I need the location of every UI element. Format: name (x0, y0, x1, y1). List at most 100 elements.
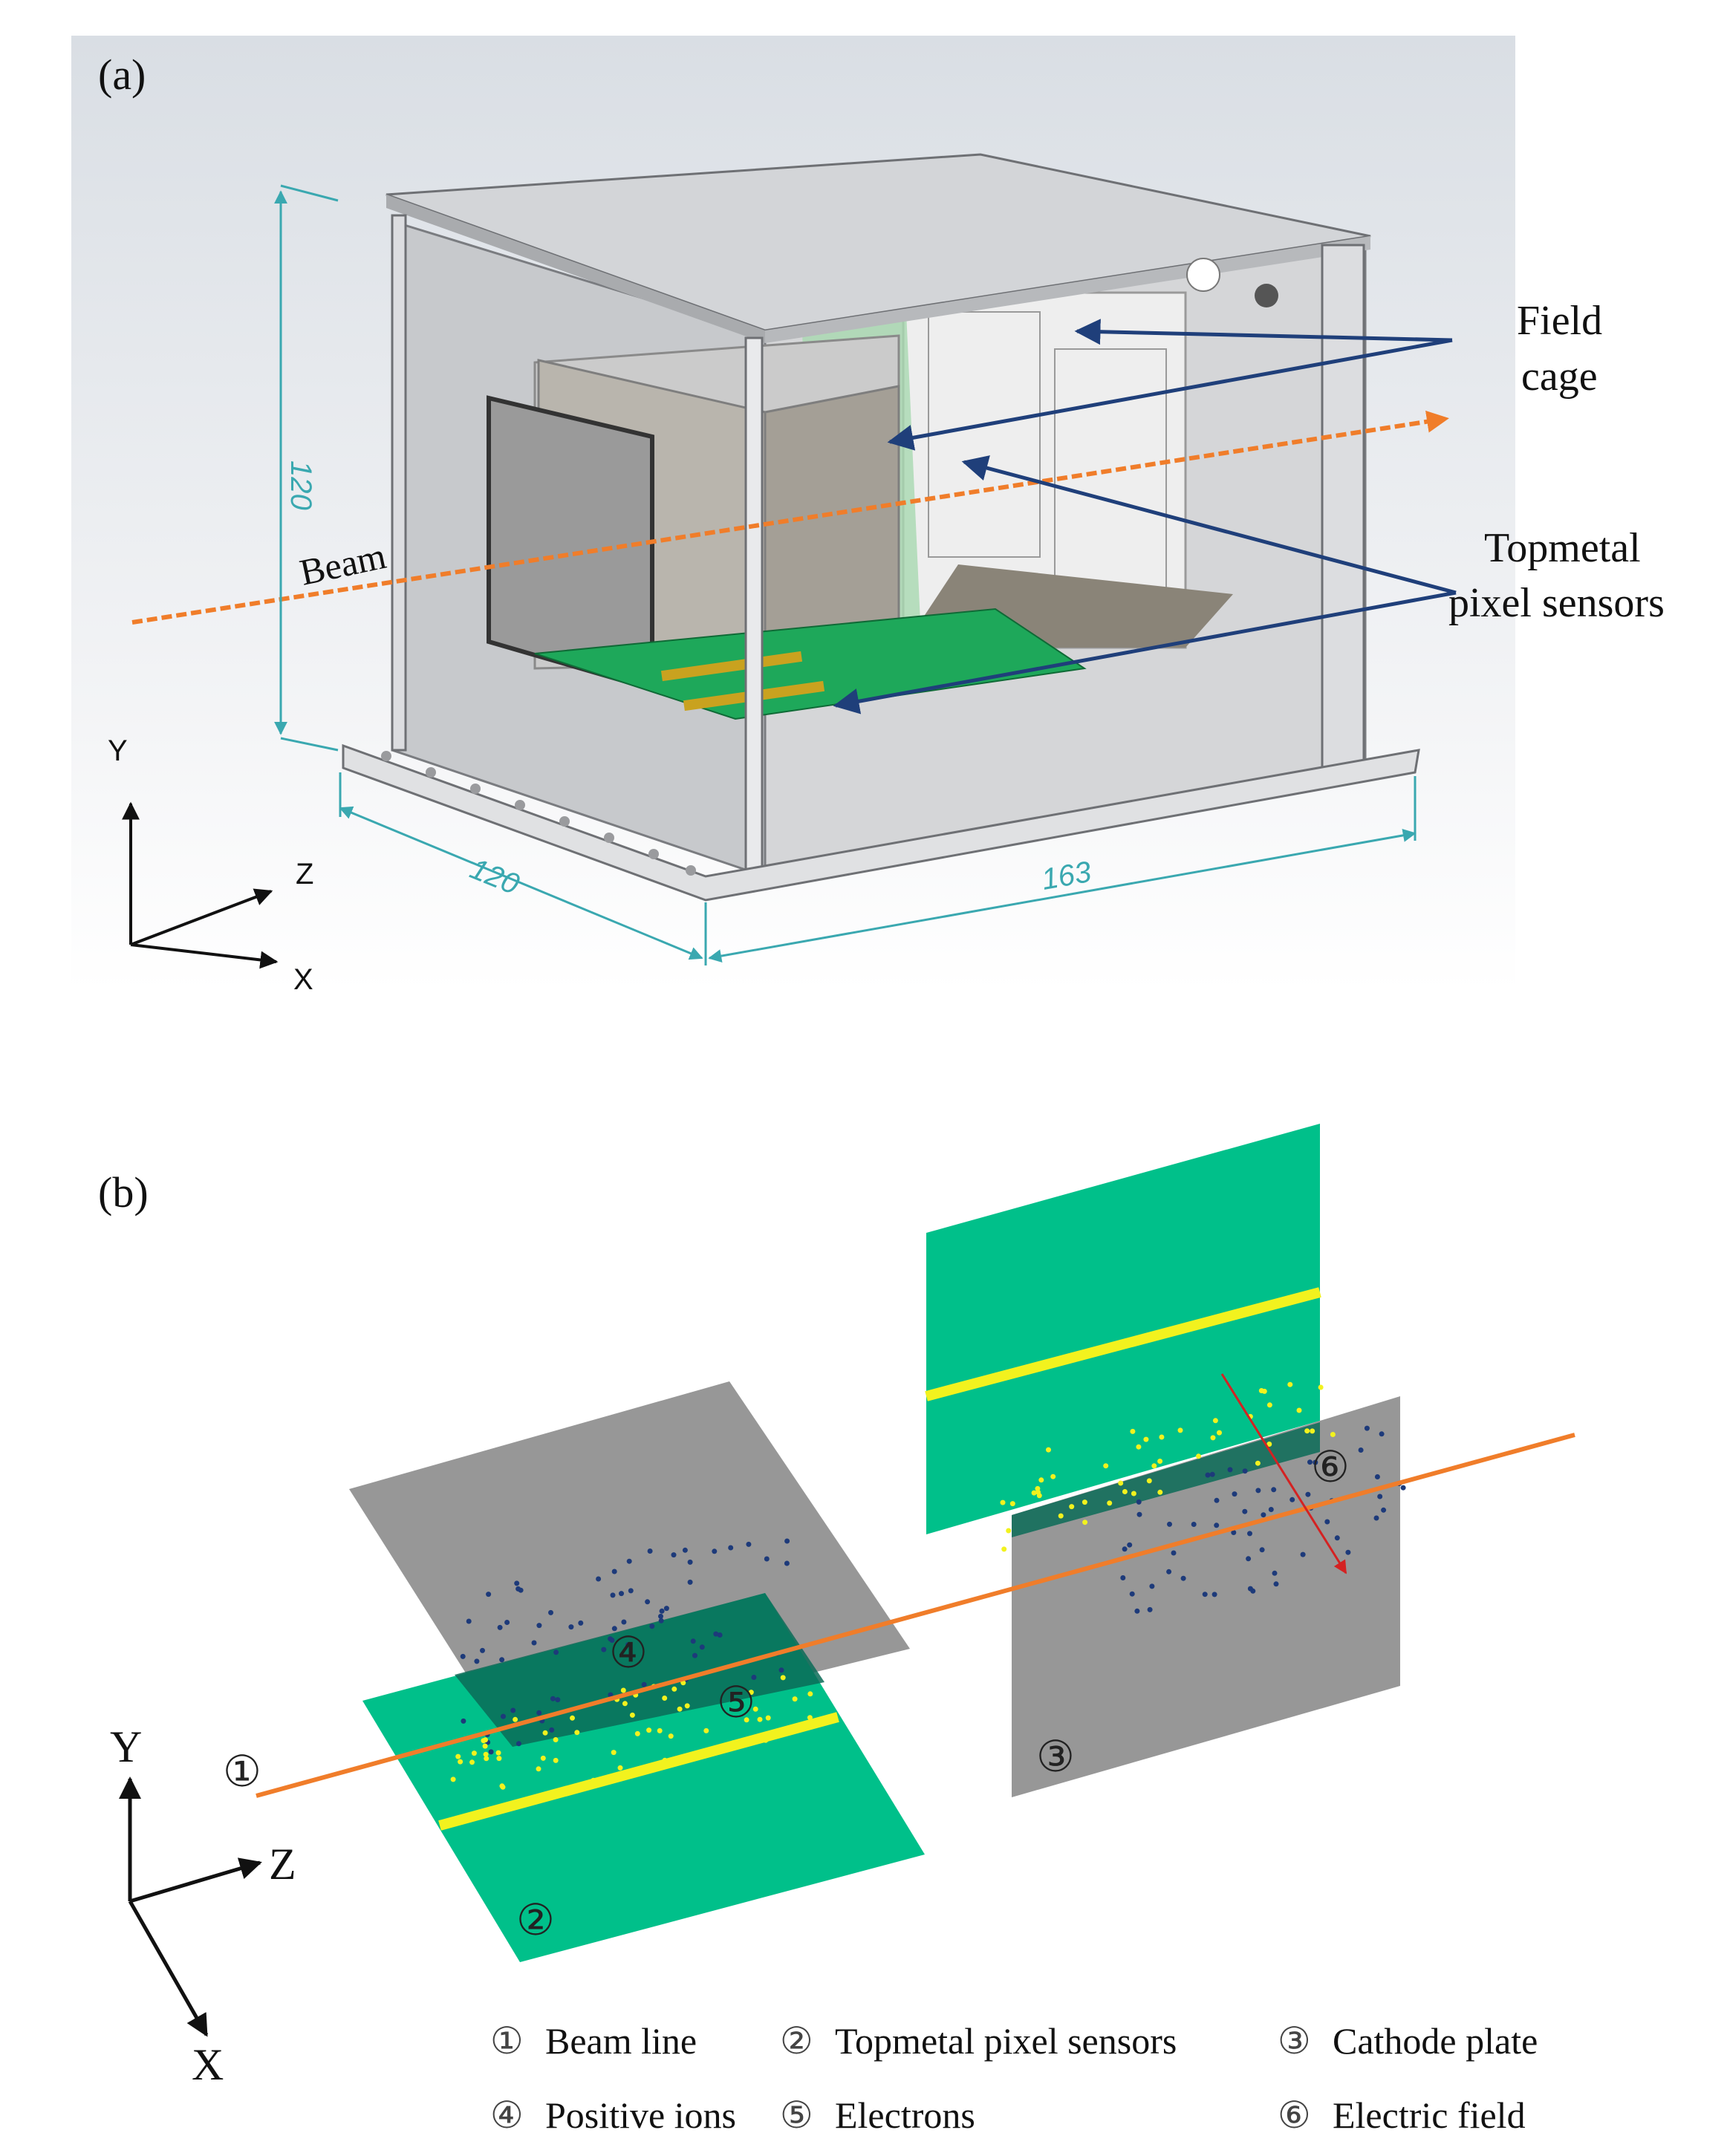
panel-b-schematic: (b) ① ② ③ ④ ⑤ ⑥ Y (98, 1124, 1575, 2136)
ion-dot (778, 1667, 784, 1673)
ion-dot (531, 1640, 537, 1646)
electron-dot (483, 1751, 489, 1757)
ion-dot (1202, 1592, 1208, 1598)
legend-text: Topmetal pixel sensors (835, 2020, 1177, 2062)
ion-dot (1242, 1468, 1248, 1474)
ion-dot (1231, 1530, 1237, 1535)
electron-dot (553, 1737, 559, 1742)
electron-dot (1177, 1427, 1183, 1433)
axis-x-label-b: X (192, 2040, 224, 2089)
ion-dot (751, 1675, 757, 1680)
electron-dot (646, 1764, 652, 1770)
marker-sensors: ② (516, 1896, 555, 1944)
electron-dot (1031, 1490, 1037, 1496)
panel-a-cad-render: 120 120 163 Y Z X (a) Field cage Topmeta… (71, 36, 1665, 996)
marker-cathode: ③ (1036, 1733, 1075, 1781)
electron-dot (495, 1750, 501, 1756)
marker-ions: ④ (609, 1629, 648, 1677)
ion-dot (553, 1649, 559, 1655)
electron-dot (1261, 1388, 1267, 1394)
ion-dot (619, 1591, 624, 1597)
ion-dot (480, 1647, 485, 1653)
topmetal-arrow (961, 455, 1457, 595)
ion-dot (1334, 1535, 1340, 1541)
electron-dot (591, 1777, 596, 1783)
electron-dot (536, 1766, 541, 1772)
electron-dot (1212, 1418, 1218, 1424)
ion-dot (1122, 1546, 1128, 1552)
topmetal-label-line1: Topmetal (1484, 525, 1641, 571)
electron-dot (765, 1715, 771, 1721)
field-cage-arrow (887, 338, 1453, 451)
ion-dot (1242, 1508, 1248, 1514)
electron-dot (1159, 1434, 1165, 1440)
pcb-bottom (534, 608, 1087, 720)
electron-dot (779, 1729, 785, 1734)
ion-dot (1166, 1569, 1172, 1574)
electric-field-arrow (1220, 1373, 1347, 1574)
electron-dot (807, 1691, 813, 1697)
ion-dot (536, 1710, 542, 1716)
ion-dot (514, 1580, 520, 1586)
electron-dot (1304, 1428, 1310, 1434)
legend-text: Positive ions (545, 2094, 736, 2136)
electron-dot (744, 1717, 749, 1723)
electron-dot (1050, 1473, 1056, 1479)
ion-dot (1358, 1447, 1364, 1453)
electron-dot (579, 1785, 585, 1791)
ion-dot (1305, 1491, 1311, 1497)
electron-dot (671, 1686, 677, 1692)
electron-dot (1310, 1428, 1315, 1434)
ion-dot (1149, 1583, 1155, 1589)
electron-dot (561, 1788, 567, 1794)
beam-line (131, 410, 1449, 625)
electron-dot (1118, 1480, 1124, 1486)
ion-dot (1255, 1488, 1261, 1494)
ion-dot (784, 1560, 790, 1566)
electron-dot (662, 1757, 668, 1763)
beam-line-b (256, 1433, 1575, 1798)
ion-dot (497, 1624, 503, 1630)
lid-hole (1255, 284, 1278, 307)
electron-dot (611, 1750, 617, 1756)
ion-dot (784, 1538, 790, 1544)
ion-dot (671, 1552, 677, 1558)
ion-dot (548, 1609, 553, 1615)
ion-dot (608, 1636, 614, 1642)
ion-dot (611, 1626, 617, 1632)
electron-dot (1082, 1499, 1087, 1505)
axis-y-label-b: Y (110, 1722, 142, 1771)
electron-dot (1146, 1478, 1152, 1484)
electron-dot (763, 1737, 769, 1743)
panel-a-label: (a) (98, 51, 146, 99)
electron-dot (458, 1759, 464, 1765)
ion-dot (1214, 1497, 1220, 1503)
lid-edge (386, 195, 765, 343)
electron-dot (496, 1756, 502, 1762)
lid-hole (1186, 258, 1220, 292)
axis-z-arrow (130, 888, 273, 946)
electron-dots (450, 1381, 1336, 1794)
dimension-tick (280, 184, 339, 202)
ion-dot (1271, 1487, 1277, 1493)
ion-dot (649, 1623, 655, 1629)
electron-dot (1157, 1489, 1163, 1495)
axis-x-arrow-b (128, 1900, 209, 2037)
ion-dot (625, 1642, 631, 1648)
electron-dot (1318, 1384, 1324, 1390)
electron-dot (484, 1756, 490, 1762)
ion-dot (645, 1599, 651, 1605)
electron-dot (542, 1730, 548, 1736)
ion-dot (1191, 1522, 1197, 1527)
marker-field: ⑥ (1311, 1443, 1350, 1491)
ion-dot (1250, 1588, 1256, 1594)
legend-text: Cathode plate (1333, 2020, 1538, 2062)
ion-dot (1261, 1512, 1266, 1518)
ion-dot (1120, 1575, 1126, 1580)
electron-dot (1143, 1436, 1149, 1442)
ion-dot (1246, 1556, 1252, 1562)
ion-dot (1127, 1542, 1133, 1548)
ion-dot (1268, 1507, 1274, 1512)
ion-dot (578, 1620, 584, 1626)
